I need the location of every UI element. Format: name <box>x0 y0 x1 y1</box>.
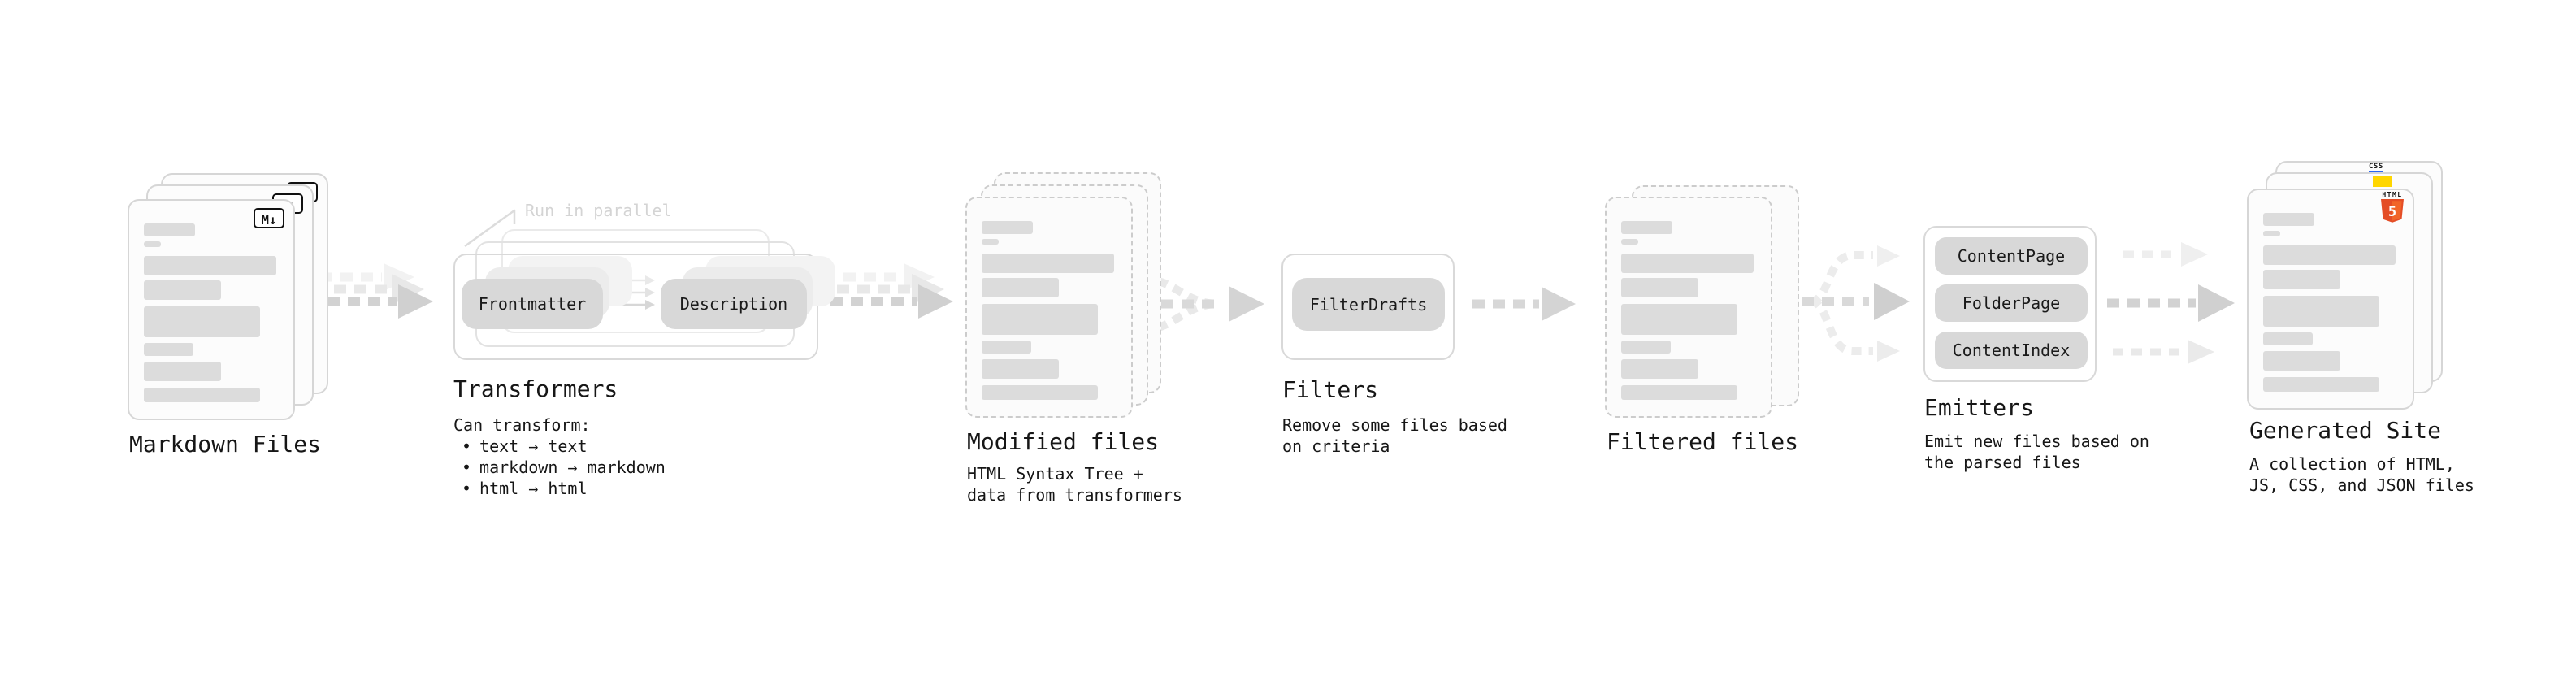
text-line-placeholder <box>982 278 1059 297</box>
text-line-placeholder <box>2263 377 2379 392</box>
emitters-frame: ContentPage FolderPage ContentIndex <box>1923 226 2097 382</box>
text-line-placeholder <box>144 343 193 356</box>
text-line-placeholder <box>1621 278 1698 297</box>
modified-files-label: Modified files <box>967 428 1160 455</box>
description-line: A collection of HTML, <box>2249 454 2455 474</box>
arrow-markdown-to-transformers <box>307 263 433 319</box>
description-line: JS, CSS, and JSON files <box>2249 475 2474 495</box>
text-line-placeholder <box>982 340 1031 354</box>
markdown-icon: M↓ <box>254 208 284 228</box>
filters-frame: FilterDrafts <box>1281 254 1455 360</box>
modified-files-description: HTML Syntax Tree + data from transformer… <box>967 463 1182 505</box>
text-line-placeholder <box>982 359 1059 379</box>
description-line: Can transform: <box>453 415 591 435</box>
emitters-description: Emit new files based on the parsed files <box>1924 431 2149 473</box>
arrow-echo <box>837 263 944 305</box>
description-line: HTML Syntax Tree + <box>967 464 1143 484</box>
markdown-file-front: M↓ <box>128 199 295 420</box>
text-line-placeholder <box>1621 385 1737 400</box>
arrow-filtered-to-emitters <box>1781 245 1910 362</box>
text-line-placeholder <box>982 304 1098 335</box>
transformers-label: Transformers <box>453 375 618 402</box>
document-content <box>2249 190 2413 392</box>
folder-page-emitter: FolderPage <box>1935 284 2088 322</box>
transformers-description: Can transform: • text → text • markdown → … <box>453 414 666 499</box>
text-line-placeholder <box>1621 221 1672 234</box>
arrow-emitters-to-site <box>2107 242 2235 364</box>
text-line-placeholder <box>144 256 276 275</box>
content-page-emitter: ContentPage <box>1935 237 2088 275</box>
description-line: Emit new files based on <box>1924 432 2149 451</box>
transformer-frame-front <box>453 254 818 360</box>
text-line-placeholder <box>1621 254 1754 273</box>
frontmatter-step: Frontmatter <box>462 279 603 329</box>
generated-site-label: Generated Site <box>2249 417 2442 444</box>
arrow-modified-to-filters <box>1140 275 1264 334</box>
bullet-dot: • <box>462 436 472 456</box>
text-line-placeholder <box>144 306 260 337</box>
document-content <box>129 201 293 402</box>
text-line-placeholder <box>982 385 1098 400</box>
bullet-text: markdown → markdown <box>479 458 666 477</box>
text-line-placeholder <box>982 221 1033 234</box>
description-step: Description <box>661 279 807 329</box>
filtered-file-front <box>1605 197 1772 418</box>
filter-drafts-step: FilterDrafts <box>1292 278 1445 331</box>
text-line-placeholder <box>1621 340 1671 354</box>
filters-description: Remove some files based on criteria <box>1282 414 1507 457</box>
html5-shield: 5 <box>2381 199 2404 223</box>
description-line: the parsed files <box>1924 453 2081 472</box>
arrow-filters-to-filtered <box>1472 287 1576 321</box>
document-content <box>967 198 1131 400</box>
text-line-placeholder <box>2263 332 2313 345</box>
text-line-placeholder <box>982 254 1114 273</box>
text-line-placeholder <box>144 280 221 300</box>
filters-label: Filters <box>1282 376 1379 403</box>
text-line-placeholder <box>1621 359 1698 379</box>
generated-file-front: HTML 5 <box>2247 189 2414 410</box>
html5-wordmark: HTML <box>2382 191 2403 198</box>
js-icon <box>2373 176 2392 187</box>
text-line-placeholder <box>982 239 999 245</box>
modified-file-front <box>965 197 1133 418</box>
text-line-placeholder <box>2263 270 2340 289</box>
arrow-transformers-to-modified <box>830 263 953 319</box>
text-line-placeholder <box>1621 304 1737 335</box>
text-line-placeholder <box>2263 245 2396 265</box>
bullet-item: • markdown → markdown <box>453 457 666 478</box>
bullet-item: • html → html <box>453 478 666 499</box>
text-line-placeholder <box>144 362 221 381</box>
text-line-placeholder <box>1621 239 1638 245</box>
run-in-parallel-annotation: Run in parallel <box>525 201 672 220</box>
description-line: Remove some files based <box>1282 415 1507 435</box>
filtered-files-label: Filtered files <box>1607 428 1799 455</box>
annotation-leader-line <box>464 209 516 248</box>
markdown-files-label: Markdown Files <box>129 431 322 458</box>
text-line-placeholder <box>2263 213 2314 226</box>
text-line-placeholder <box>2263 351 2340 371</box>
bullet-dot: • <box>462 479 472 498</box>
bullet-dot: • <box>462 458 472 477</box>
document-content <box>1607 198 1771 400</box>
description-line: on criteria <box>1282 436 1390 456</box>
text-line-placeholder <box>2263 231 2280 236</box>
bullet-item: • text → text <box>453 436 666 457</box>
svg-text:5: 5 <box>2388 204 2396 220</box>
content-index-emitter: ContentIndex <box>1935 332 2088 369</box>
text-line-placeholder <box>144 223 195 236</box>
bullet-text: html → html <box>479 479 588 498</box>
emitters-label: Emitters <box>1924 394 2034 421</box>
generated-site-description: A collection of HTML, JS, CSS, and JSON … <box>2249 453 2474 496</box>
text-line-placeholder <box>2263 296 2379 327</box>
html5-icon: HTML 5 <box>2380 191 2405 227</box>
bullet-text: text → text <box>479 436 588 456</box>
text-line-placeholder <box>144 388 260 402</box>
text-line-placeholder <box>144 241 161 247</box>
description-line: data from transformers <box>967 485 1182 505</box>
